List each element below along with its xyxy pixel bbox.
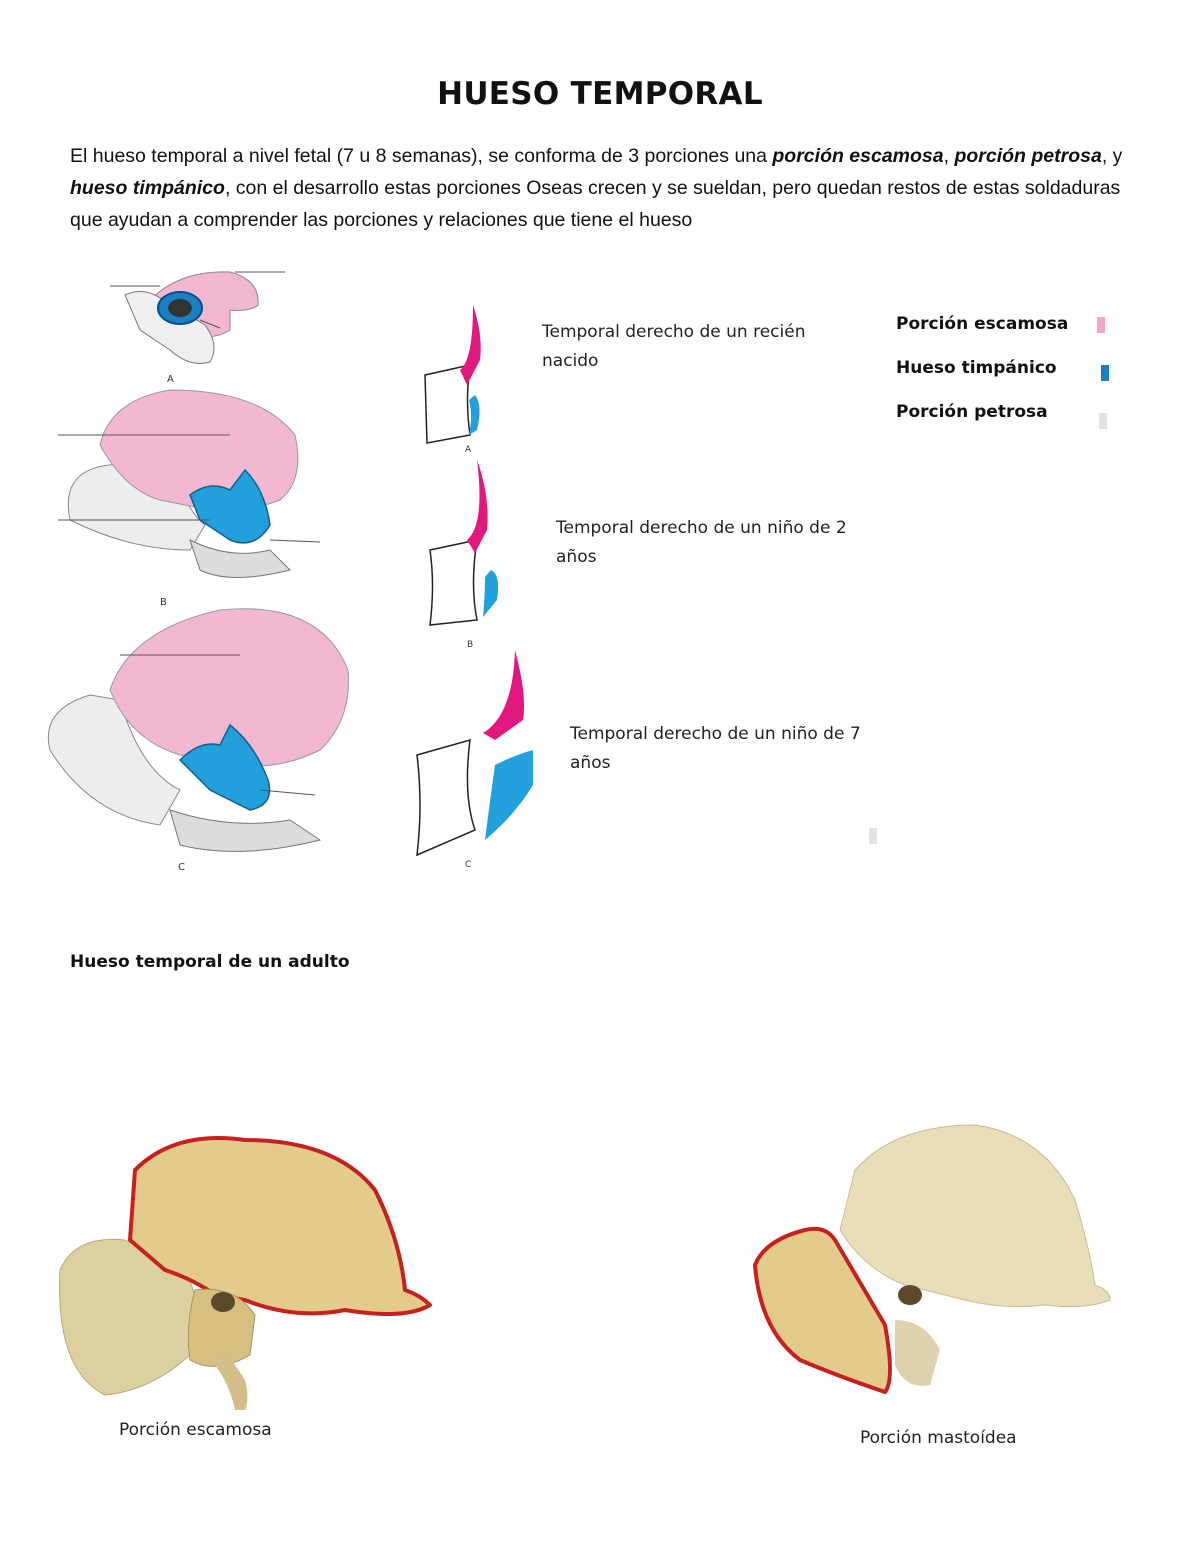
outline-figure-c: C bbox=[416, 650, 533, 870]
intro-text: , y bbox=[1101, 145, 1123, 167]
legend-label-petrous: Porción petrosa bbox=[896, 402, 1048, 422]
legend-label-tympanic: Hueso timpánico bbox=[896, 358, 1057, 378]
term-squamous: porción escamosa bbox=[772, 145, 944, 167]
outline-figure-b: B bbox=[429, 460, 499, 650]
term-tympanic: hueso timpánico bbox=[70, 177, 225, 199]
outline-label-c: C bbox=[465, 860, 471, 870]
caption-newborn: Temporal derecho de un recién nacido bbox=[542, 322, 806, 371]
outline-label-a: A bbox=[465, 445, 472, 455]
intro-text: , bbox=[943, 145, 955, 167]
skull-label-a: A bbox=[167, 374, 174, 385]
stray-gray-mark bbox=[869, 828, 877, 844]
skull-figure-a: A bbox=[110, 271, 285, 385]
skull-label-b: B bbox=[160, 597, 167, 608]
page-title: HUESO TEMPORAL bbox=[437, 76, 763, 112]
term-petrous: porción petrosa bbox=[954, 145, 1102, 167]
caption-child-7: Temporal derecho de un niño de 7 años bbox=[570, 724, 861, 773]
legend-swatch-tympanic bbox=[1101, 365, 1109, 381]
legend-swatch-petrous bbox=[1099, 413, 1107, 429]
skull-figure-c: C bbox=[47, 608, 349, 873]
intro-text: , con el desarrollo estas porciones Osea… bbox=[70, 177, 1121, 231]
legend-swatch-squamous bbox=[1097, 317, 1105, 333]
skull-label-c: C bbox=[178, 862, 185, 873]
skull-figure-b: B bbox=[58, 389, 321, 608]
legend-label-squamous: Porción escamosa bbox=[896, 314, 1069, 334]
adult-squamous-figure bbox=[59, 1136, 432, 1410]
outline-figure-a: A bbox=[424, 305, 481, 455]
caption-adult-mastoid: Porción mastoídea bbox=[860, 1428, 1017, 1448]
temporal-outline-figures: A B C bbox=[416, 305, 533, 870]
intro-paragraph: El hueso temporal a nivel fetal (7 u 8 s… bbox=[70, 140, 1130, 236]
outline-label-b: B bbox=[467, 640, 473, 650]
caption-child-2: Temporal derecho de un niño de 2 años bbox=[556, 518, 847, 567]
adult-heading: Hueso temporal de un adulto bbox=[70, 952, 350, 972]
intro-text: El hueso temporal a nivel fetal (7 u 8 s… bbox=[70, 145, 773, 167]
caption-adult-squamous: Porción escamosa bbox=[119, 1420, 272, 1440]
adult-mastoid-figure bbox=[753, 1124, 1111, 1394]
fetal-skull-figures: A B C bbox=[47, 271, 349, 873]
